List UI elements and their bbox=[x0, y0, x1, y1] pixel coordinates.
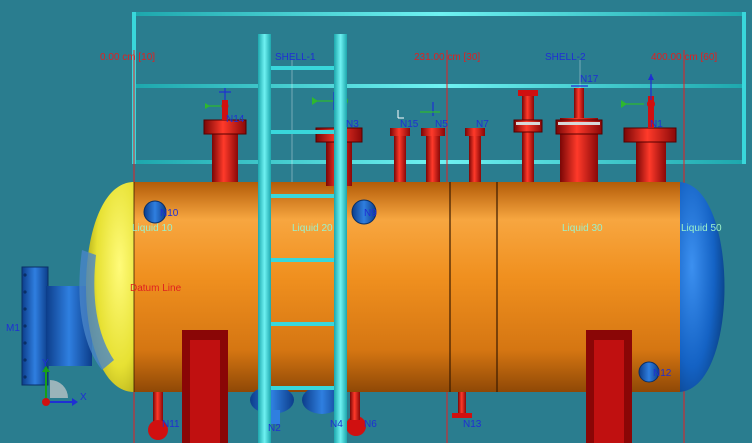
nozzle-n12-body[interactable] bbox=[638, 361, 660, 383]
nozzle-n14-label[interactable]: N14 bbox=[226, 114, 245, 125]
dimension-label-0: 0.00 cm [10] bbox=[100, 52, 155, 63]
nozzle-n9-body[interactable] bbox=[351, 199, 377, 225]
valve-symbol-n1 bbox=[621, 74, 655, 108]
axis-y-label: Y bbox=[42, 358, 49, 369]
nozzle-n6-label[interactable]: N6 bbox=[364, 419, 377, 430]
nozzle-n12-label[interactable]: N12 bbox=[653, 368, 672, 379]
nozzle-n17-body[interactable] bbox=[555, 88, 603, 182]
nozzle-n17-label[interactable]: N17 bbox=[580, 74, 599, 85]
nozzle-n5-body[interactable] bbox=[421, 128, 445, 182]
nozzle-n15-body[interactable] bbox=[390, 128, 410, 182]
dimension-label-1: 231.00 cm [30] bbox=[414, 52, 480, 63]
saddle-right[interactable] bbox=[586, 330, 632, 443]
nozzle-tall-1-body[interactable] bbox=[513, 90, 543, 182]
nozzle-n7-label[interactable]: N7 bbox=[476, 119, 489, 130]
shell-2-label: SHELL-2 bbox=[545, 52, 586, 63]
dimension-label-2: 400.00 cm [60] bbox=[651, 52, 717, 63]
axis-triad bbox=[42, 366, 78, 406]
nozzle-n11-label[interactable]: N11 bbox=[162, 419, 180, 430]
valve-symbol-n14 bbox=[205, 88, 231, 110]
valve-symbol-n5 bbox=[420, 102, 440, 116]
nozzle-n2-label[interactable]: N2 bbox=[268, 423, 281, 434]
nozzle-n13-label[interactable]: N13 bbox=[463, 419, 482, 430]
axis-x-label: X bbox=[80, 392, 87, 403]
liquid-30-label: Liquid 30 bbox=[562, 223, 603, 234]
liquid-10-label: Liquid 10 bbox=[132, 223, 173, 234]
saddle-left[interactable] bbox=[182, 330, 228, 443]
nozzle-n6-body[interactable] bbox=[346, 392, 366, 436]
nozzle-n5-label[interactable]: N5 bbox=[435, 119, 448, 130]
datum-line-label: Datum Line bbox=[130, 283, 182, 294]
shell-1-label: SHELL-1 bbox=[275, 52, 316, 63]
liquid-20-label: Liquid 20 bbox=[292, 223, 333, 234]
nozzle-n14-body[interactable] bbox=[203, 100, 247, 182]
nozzle-n13-body[interactable] bbox=[452, 392, 472, 418]
marker-n15 bbox=[397, 110, 404, 119]
nozzle-n11-body[interactable] bbox=[148, 392, 168, 440]
nozzle-n10-label[interactable]: N10 bbox=[160, 208, 179, 219]
right-head[interactable] bbox=[678, 182, 725, 392]
nozzle-n7-body[interactable] bbox=[465, 128, 485, 182]
nozzle-n3-label[interactable]: N3 bbox=[346, 119, 359, 130]
liquid-50-label: Liquid 50 bbox=[681, 223, 722, 234]
ladder[interactable] bbox=[258, 34, 347, 443]
nozzle-n4-label[interactable]: N4 bbox=[330, 419, 343, 430]
nozzle-n1-body[interactable] bbox=[623, 96, 677, 182]
manway-m1-label[interactable]: M1 bbox=[6, 323, 20, 334]
left-head-shadow bbox=[79, 250, 114, 370]
nozzle-n15-label[interactable]: N15 bbox=[400, 119, 419, 130]
nozzle-n1-label[interactable]: N1 bbox=[650, 119, 663, 130]
nozzle-n4-body[interactable] bbox=[302, 386, 342, 414]
nozzle-n10-body[interactable] bbox=[143, 200, 167, 224]
nozzle-n9-label[interactable]: N9 bbox=[364, 208, 377, 219]
